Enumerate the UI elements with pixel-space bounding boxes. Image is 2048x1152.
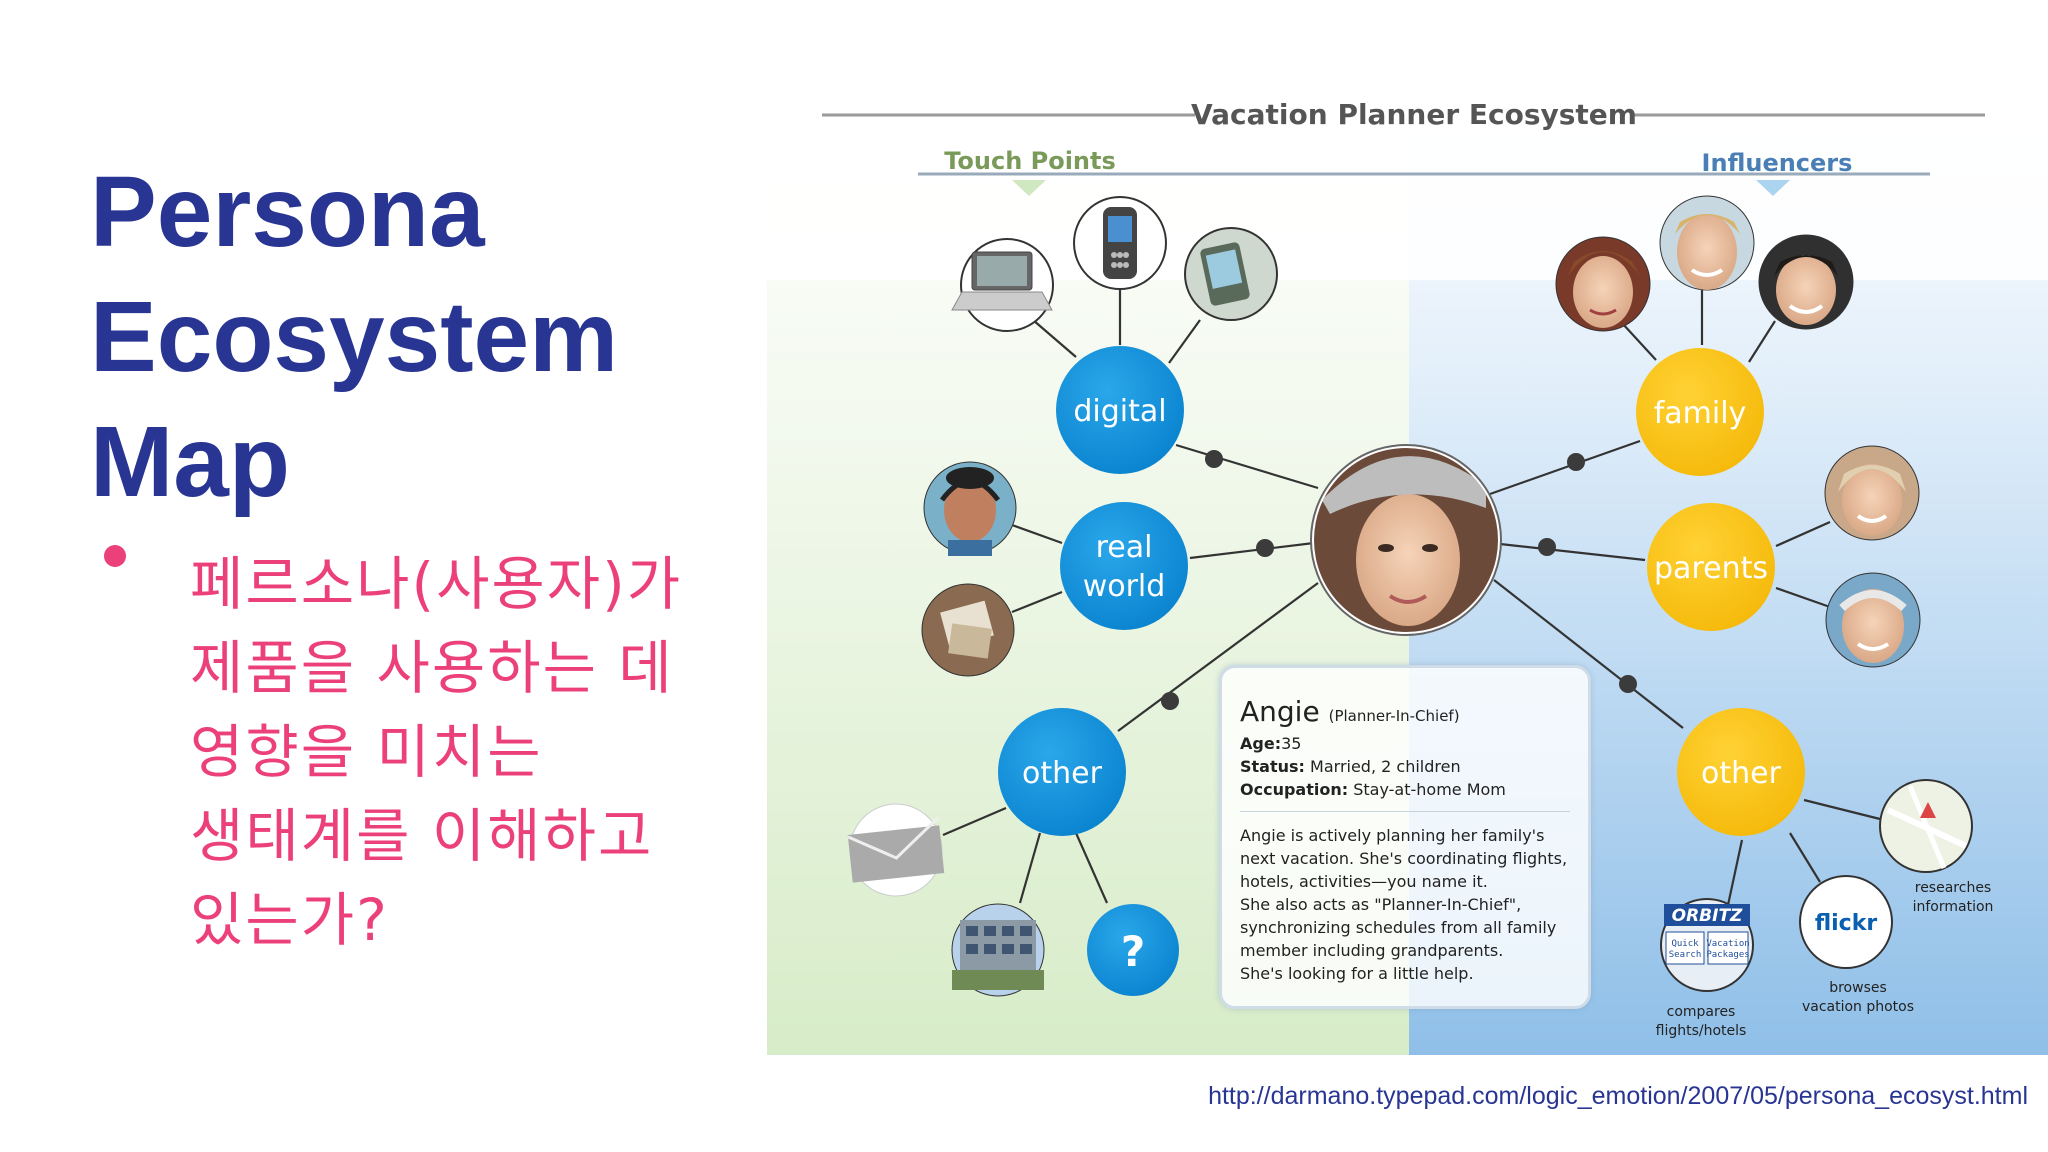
source-link[interactable]: http://darmano.typepad.com/logic_emotion… xyxy=(1208,1082,2028,1110)
persona-role: (Planner-In-Chief) xyxy=(1328,707,1460,725)
grandfather-photo xyxy=(1825,572,1921,668)
building-photo xyxy=(951,903,1045,997)
description-line: She also acts as "Planner-In-Chief", xyxy=(1240,895,1522,914)
title-line: Map xyxy=(90,406,290,518)
node-label: real xyxy=(1096,530,1153,565)
node-label: other xyxy=(1701,756,1782,791)
node-family: family xyxy=(1636,348,1764,476)
node-other-influencers: other xyxy=(1677,708,1805,836)
caption-text: browses xyxy=(1829,980,1887,996)
bullet-dot xyxy=(104,545,126,567)
captions-orbitz: compares flights/hotels xyxy=(1656,1004,1747,1039)
persona-age: Age:35 xyxy=(1240,734,1302,753)
orbitz-tab: Vacation xyxy=(1706,939,1749,949)
description-line: She's looking for a little help. xyxy=(1240,964,1474,983)
caption-text: researches xyxy=(1915,880,1991,896)
persona-status: Status: Married, 2 children xyxy=(1240,757,1461,776)
node-other-touchpoints: other xyxy=(998,708,1126,836)
girl-photo xyxy=(1555,236,1651,332)
bullet-line: 영향을 미치는 xyxy=(190,718,543,786)
slide-title: Persona Ecosystem Map xyxy=(90,150,770,525)
envelope-icon xyxy=(847,803,945,897)
node-question: ? xyxy=(1087,904,1179,996)
captions-flickr: browses vacation photos xyxy=(1802,980,1914,1015)
bullet-line: 제품을 사용하는 데 xyxy=(190,634,674,702)
caption-text: vacation photos xyxy=(1802,999,1914,1015)
description-line: member including grandparents. xyxy=(1240,941,1504,960)
map-icon xyxy=(1879,779,1973,873)
headset-person-photo xyxy=(923,461,1017,556)
persona-occupation: Occupation: Stay-at-home Mom xyxy=(1240,780,1506,799)
caption-text: information xyxy=(1913,899,1994,915)
orbitz-tab: Packages xyxy=(1706,950,1749,960)
description-line: next vacation. She's coordinating flight… xyxy=(1240,849,1568,868)
boy-photo xyxy=(1758,234,1854,330)
node-label: parents xyxy=(1654,551,1768,586)
node-parents: parents xyxy=(1647,503,1775,631)
grandmother-photo xyxy=(1824,445,1920,541)
question-mark: ? xyxy=(1121,927,1145,976)
laptop-icon xyxy=(951,238,1054,332)
mobile-phone-icon xyxy=(1073,196,1167,290)
touch-points-header: Touch Points xyxy=(944,147,1116,175)
brochure-photo xyxy=(921,583,1015,677)
node-label: family xyxy=(1654,396,1747,431)
persona-description: Angie is actively planning her family's … xyxy=(1240,824,1570,985)
flickr-wordmark: flickr xyxy=(1815,911,1878,936)
description-line: synchronizing schedules from all family xyxy=(1240,918,1557,937)
captions-map: researches information xyxy=(1913,880,1994,915)
orbitz-tab: Quick xyxy=(1671,939,1699,949)
angie-photo xyxy=(1310,444,1502,636)
caption-text: flights/hotels xyxy=(1656,1023,1747,1039)
flickr-logo: flickr xyxy=(1799,875,1893,969)
diagram-title: Vacation Planner Ecosystem xyxy=(1191,98,1637,131)
bullet-line: 페르소나(사용자)가 xyxy=(190,550,683,618)
man-photo xyxy=(1659,195,1755,291)
node-real-world: real world xyxy=(1060,502,1188,630)
pda-icon xyxy=(1184,227,1278,321)
node-label: digital xyxy=(1073,394,1166,429)
title-line: Ecosystem xyxy=(90,281,619,393)
orbitz-logo: ORBITZ Quick Search Vacation Packages xyxy=(1660,898,1754,992)
node-digital: digital xyxy=(1056,346,1184,474)
ecosystem-diagram: Vacation Planner Ecosystem Touch Points … xyxy=(767,80,2048,1055)
orbitz-tab: Search xyxy=(1669,950,1702,960)
persona-card: Angie (Planner-In-Chief) Age:35 Status: … xyxy=(1219,665,1591,1009)
persona-name: Angie xyxy=(1240,695,1320,728)
bullet-line: 생태계를 이해하고 xyxy=(190,802,654,870)
persona-name-line: Angie (Planner-In-Chief) xyxy=(1240,696,1570,732)
title-line: Persona xyxy=(90,156,485,268)
orbitz-wordmark: ORBITZ xyxy=(1672,906,1743,926)
bullet-line: 있는가? xyxy=(190,886,389,954)
influencers-header: Influencers xyxy=(1702,149,1853,177)
bullet-text: 페르소나(사용자)가 제품을 사용하는 데 영향을 미치는 생태계를 이해하고 … xyxy=(190,542,770,962)
node-label: world xyxy=(1083,569,1166,604)
caption-text: compares xyxy=(1667,1004,1736,1020)
description-line: Angie is actively planning her family's xyxy=(1240,826,1545,845)
description-line: hotels, activities—you name it. xyxy=(1240,872,1488,891)
node-label: other xyxy=(1022,756,1103,791)
